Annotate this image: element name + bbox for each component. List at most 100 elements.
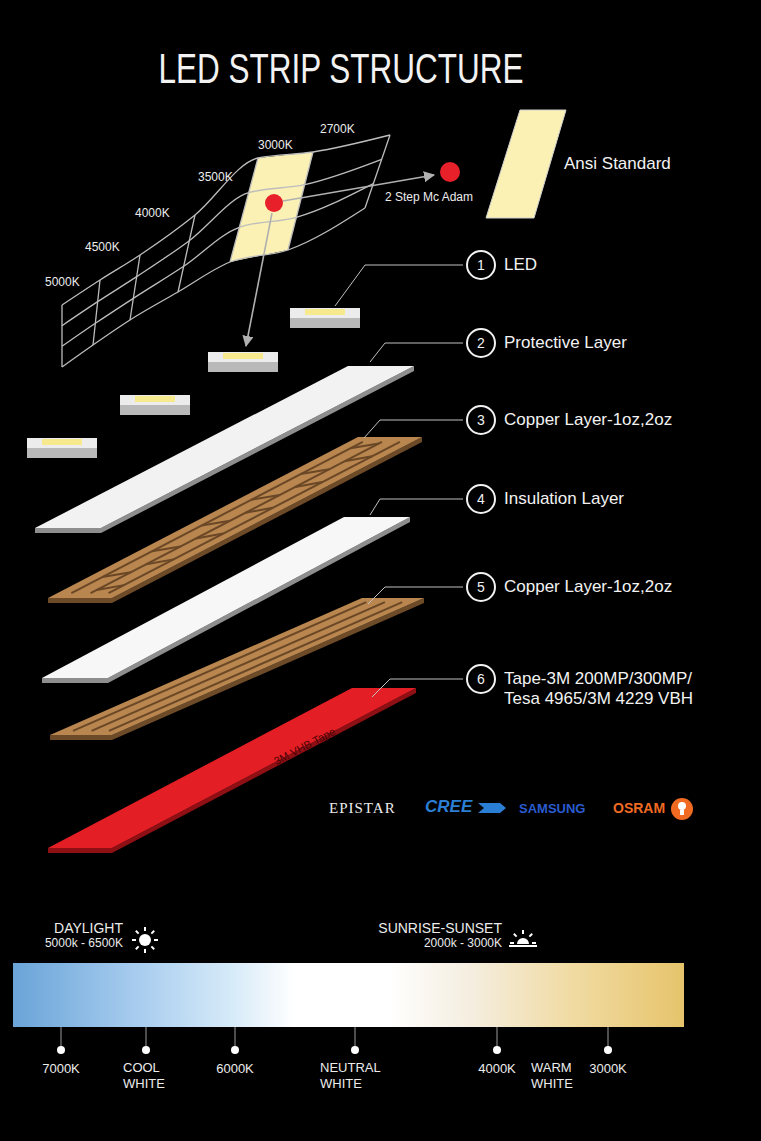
grid-row [62, 159, 382, 325]
ansi-outline [484, 108, 568, 220]
callout-number: 3 [468, 407, 494, 433]
strip-edge [112, 437, 422, 603]
sun-ray [136, 931, 139, 934]
chip-top [27, 438, 97, 448]
sun-ray [136, 946, 139, 949]
note: 2 Step Mc Adam [385, 190, 473, 204]
tick-label: NEUTRAL WHITE [320, 1060, 386, 1091]
led-chip [208, 352, 278, 372]
tick-line [235, 1027, 236, 1046]
grid-column [61, 305, 62, 367]
temperature-label: 5000K [45, 275, 80, 289]
led-chip [290, 308, 360, 328]
tick-label: 7000K [42, 1061, 80, 1077]
tick-label: 6000K [216, 1061, 254, 1077]
tick-label: WARM WHITE [531, 1060, 597, 1091]
color-temperature-bar [13, 963, 684, 1027]
grid-row [62, 184, 373, 347]
horizon-line [509, 945, 537, 947]
temperature-label: 3500K [198, 170, 233, 184]
title: LED STRIP STRUCTURE [158, 44, 523, 94]
grid-column [230, 158, 258, 262]
trace [251, 495, 280, 500]
tick-dot [493, 1046, 501, 1054]
ansi-shape [486, 110, 566, 218]
brand-name: CREE [425, 797, 472, 817]
tick-label: 4000K [478, 1061, 516, 1077]
grid-column [130, 255, 140, 320]
phosphor [42, 439, 82, 445]
temperature-label: 3000K [258, 138, 293, 152]
brand-mark [671, 798, 693, 820]
temperature-label: 2700K [320, 122, 355, 136]
tick-dot [351, 1046, 359, 1054]
tick-dot [57, 1046, 65, 1054]
sun-ray [514, 934, 517, 937]
chip-top [290, 308, 360, 318]
trace [91, 442, 382, 593]
trace [350, 443, 379, 448]
callout-circle: 1LED [466, 250, 496, 280]
chip-side [290, 318, 360, 328]
strip-end [35, 528, 101, 533]
callout-circle: 5Copper Layer-1oz,2oz [466, 572, 496, 602]
sun-ray [151, 946, 154, 949]
trace [146, 559, 173, 564]
tick-line [608, 1027, 609, 1046]
callout-circle: 2Protective Layer [466, 328, 496, 358]
strip-end [42, 678, 108, 683]
part-name: Copper Layer-1oz,2oz [504, 577, 672, 597]
leader-line [372, 679, 463, 697]
sunrise-icon [517, 938, 529, 944]
temperature-label: 4000K [135, 206, 170, 220]
callout-circle: 3Copper Layer-1oz,2oz [466, 405, 496, 435]
tick-line [355, 1027, 356, 1046]
sun-ray [532, 942, 536, 944]
tick-line [146, 1027, 147, 1046]
shape-label: Ansi Standard [564, 154, 671, 174]
brand-name: SAMSUNG [519, 801, 585, 817]
tick-label: 3000K [589, 1061, 627, 1077]
arrow [246, 213, 272, 346]
temperature-label: 4500K [85, 240, 120, 254]
sun-ray [510, 942, 514, 944]
tape-print: 3M VHB Tape [272, 725, 338, 768]
trace [202, 521, 231, 526]
leader-line [370, 499, 463, 515]
brand-mark [680, 810, 684, 815]
phosphor [223, 353, 263, 359]
tick-dot [231, 1046, 239, 1054]
leader-line [364, 420, 463, 438]
chip-side [120, 405, 190, 415]
grid-row [62, 135, 390, 305]
leader-line [368, 587, 463, 604]
trace [246, 508, 273, 513]
ansi-bin: Ansi Standard [484, 108, 568, 220]
callout-number: 6 [468, 666, 494, 692]
scale-range: 5000k - 6500K [45, 936, 123, 950]
leader-line [335, 265, 463, 306]
tick-line [497, 1027, 498, 1046]
brand-name: OSRAM [613, 800, 665, 817]
callout-circle: 4Insulation Layer [466, 484, 496, 514]
scale-range: 2000k - 3000K [424, 936, 502, 950]
trace [196, 534, 223, 539]
sun-icon [139, 934, 151, 946]
trace [97, 585, 124, 590]
tick-dot [604, 1046, 612, 1054]
strip-end [48, 848, 112, 853]
sun-ray [144, 927, 146, 931]
phosphor [305, 309, 345, 315]
tick-dot [142, 1046, 150, 1054]
part-name: LED [504, 255, 537, 275]
trace [109, 442, 400, 593]
trace [102, 572, 131, 577]
trace [152, 546, 181, 551]
strip-edge [108, 517, 410, 683]
grid-column [288, 152, 313, 250]
grid-column [178, 215, 195, 292]
tick-label: COOL WHITE [123, 1060, 189, 1091]
brand-mark [678, 802, 686, 810]
strip-end [48, 598, 112, 603]
